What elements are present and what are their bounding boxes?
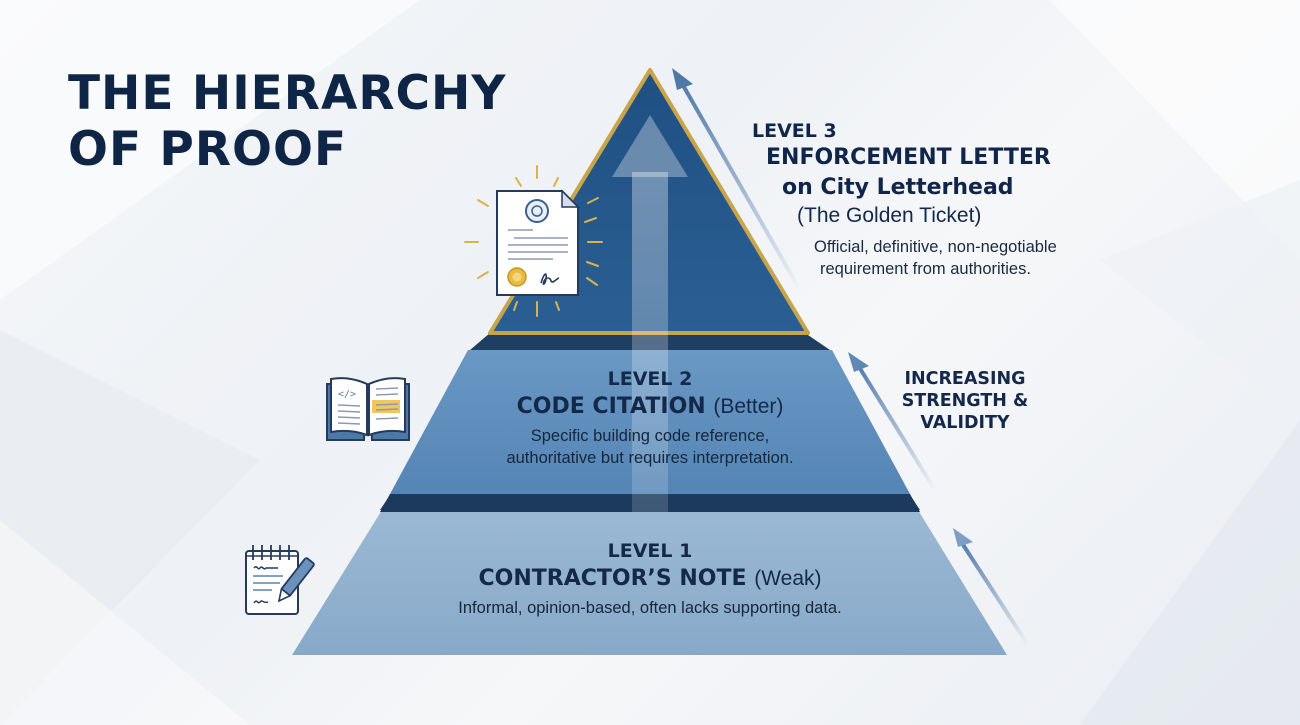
side-label-line-2: STRENGTH & <box>901 391 1029 411</box>
level-1-text: LEVEL 1 CONTRACTOR’S NOTE (Weak) Informa… <box>340 540 960 619</box>
level-2-label: LEVEL 2 <box>607 368 693 390</box>
notepad-pencil-icon <box>245 545 315 615</box>
level-3-description-line-1: Official, definitive, non-negotiable <box>814 238 1057 256</box>
side-arrow-top <box>672 68 802 291</box>
central-up-arrow <box>612 115 688 512</box>
level-3-text: LEVEL 3 ENFORCEMENT LETTER on City Lette… <box>752 120 1152 280</box>
side-arrow-middle <box>848 352 937 492</box>
level-2-title-main: CODE CITATION <box>516 394 706 419</box>
level-3-description-line-2: requirement from authorities. <box>820 260 1031 278</box>
title-line-1: THE HIERARCHY <box>68 66 507 121</box>
level-3-subtitle: (The Golden Ticket) <box>797 204 982 227</box>
increasing-strength-label: INCREASING STRENGTH & VALIDITY <box>880 368 1050 434</box>
side-label-line-3: VALIDITY <box>920 413 1010 433</box>
level-2-title: CODE CITATION (Better) <box>420 394 880 419</box>
level-1-title-main: CONTRACTOR’S NOTE <box>478 566 747 591</box>
side-arrow-bottom <box>953 528 1030 647</box>
official-certificate-icon <box>464 165 603 317</box>
level-1-description: Informal, opinion-based, often lacks sup… <box>458 599 842 617</box>
level-2-description-line-1: Specific building code reference, <box>530 427 770 445</box>
level-2-qualifier: (Better) <box>713 395 784 418</box>
level-1-qualifier: (Weak) <box>754 567 822 590</box>
title-line-2: OF PROOF <box>68 122 348 177</box>
level-1-label: LEVEL 1 <box>607 540 693 562</box>
page-title: THE HIERARCHY OF PROOF <box>68 66 506 178</box>
level-3-label: LEVEL 3 <box>752 120 837 142</box>
level-2-description-line-2: authoritative but requires interpretatio… <box>506 449 794 467</box>
level-3-title-line-1: ENFORCEMENT LETTER <box>766 145 1051 170</box>
level-3-description: Official, definitive, non-negotiable req… <box>814 236 1152 280</box>
level-2-text: LEVEL 2 CODE CITATION (Better) Specific … <box>420 368 880 469</box>
level-2-description: Specific building code reference, author… <box>420 425 880 469</box>
level-1-title: CONTRACTOR’S NOTE (Weak) <box>340 566 960 591</box>
svg-text:</>: </> <box>338 389 356 400</box>
level-3-title-line-2: on City Letterhead <box>782 175 1014 200</box>
side-label-line-1: INCREASING <box>904 369 1026 389</box>
open-code-book-icon: </> <box>326 377 410 441</box>
